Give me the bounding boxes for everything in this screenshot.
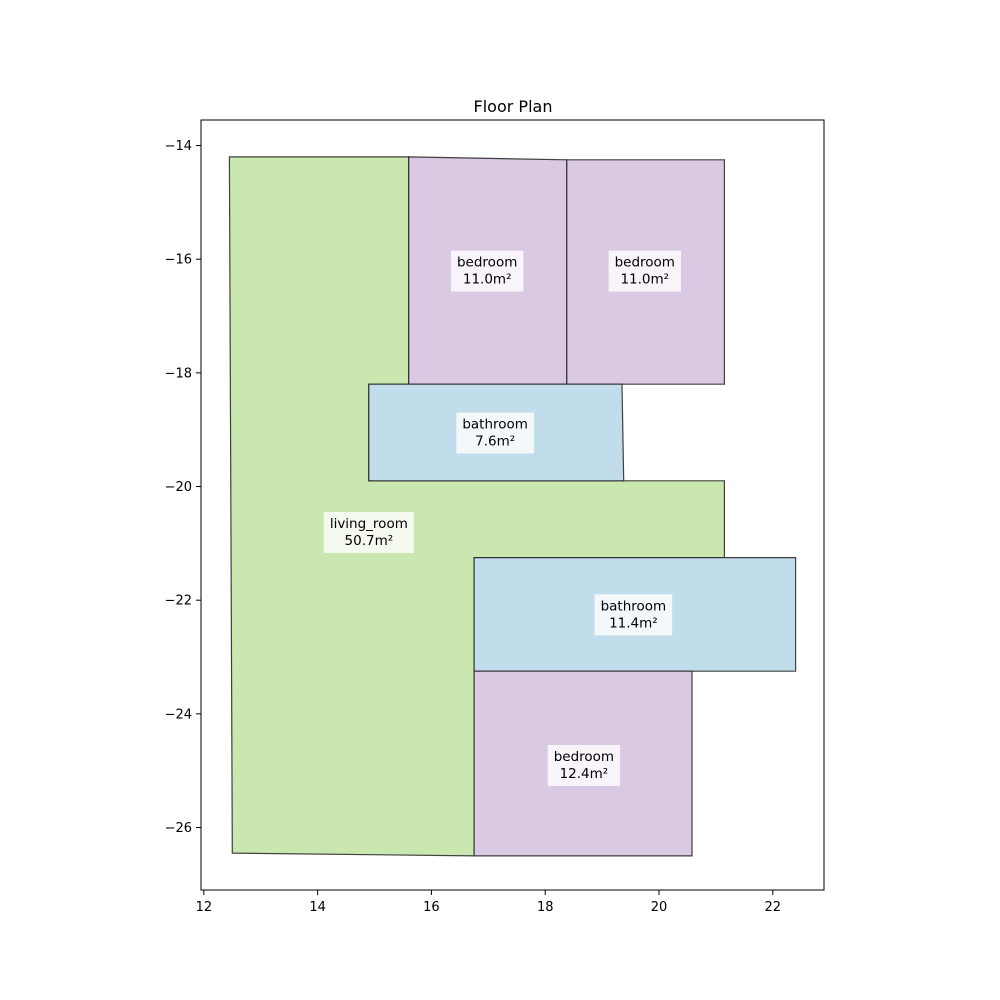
room-name-label: bedroom: [554, 749, 614, 765]
y-tick-label: −14: [165, 139, 192, 154]
room-name-label: bedroom: [457, 255, 517, 271]
x-tick-label: 20: [651, 900, 668, 915]
x-axis: 12 14 16 18 20 22: [196, 890, 781, 915]
y-tick-label: −22: [165, 594, 192, 609]
room-name-label: bathroom: [462, 417, 528, 433]
y-tick-label: −16: [165, 253, 192, 268]
room-label-background: [323, 511, 414, 553]
room-area-label: 11.4m²: [609, 615, 658, 631]
room-label-background: [547, 744, 621, 786]
y-tick-label: −18: [165, 366, 192, 381]
room-name-label: bathroom: [601, 598, 667, 614]
room-label-background: [608, 250, 681, 292]
x-tick-label: 12: [196, 900, 213, 915]
room-label-background: [594, 594, 673, 636]
chart-title: Floor Plan: [474, 97, 553, 116]
room-name-label: bedroom: [615, 255, 675, 271]
room-area-label: 11.0m²: [463, 272, 512, 288]
room-area-label: 7.6m²: [475, 434, 515, 450]
room-label-background: [450, 250, 524, 292]
y-tick-label: −24: [165, 707, 192, 722]
room-name-label: living_room: [330, 516, 408, 532]
room-area-label: 12.4m²: [560, 766, 609, 782]
x-tick-label: 18: [537, 900, 554, 915]
room-area-label: 11.0m²: [620, 272, 669, 288]
y-axis: −14 −16 −18 −20 −22 −24 −26: [165, 139, 201, 836]
x-tick-label: 16: [423, 900, 440, 915]
room-area-label: 50.7m²: [345, 533, 394, 549]
y-tick-label: −20: [165, 480, 192, 495]
x-tick-label: 22: [765, 900, 782, 915]
room-labels-layer: living_room50.7m²bedroom11.0m²bedroom11.…: [323, 250, 681, 786]
y-tick-label: −26: [165, 821, 192, 836]
axes-frame: [200, 119, 825, 891]
x-tick-label: 14: [309, 900, 326, 915]
room-label-background: [456, 412, 534, 454]
